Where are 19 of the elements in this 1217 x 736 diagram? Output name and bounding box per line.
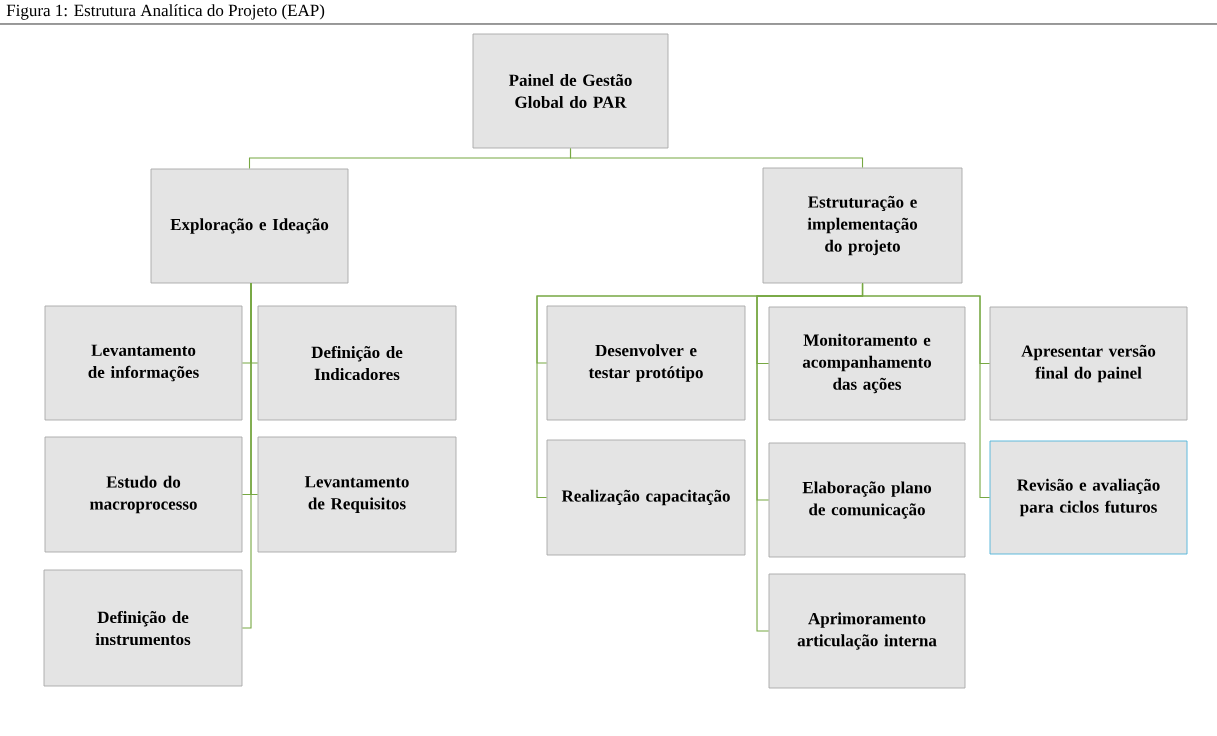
process-box: Definição de instrumentos: [43, 569, 243, 687]
process-box: Exploração e Ideação: [150, 168, 349, 284]
process-box: Estudo do macroprocesso: [44, 436, 243, 553]
process-box: Aprimoramento articulação interna: [768, 573, 966, 689]
connector-line: [569, 147, 864, 169]
process-box: Apresentar versão final do painel: [989, 306, 1188, 421]
process-box: Levantamento de Requisitos: [257, 436, 457, 553]
connector-line: [241, 282, 252, 629]
figure-title: Figura 1: Estrutura Analítica do Projeto (EAP): [6, 4, 325, 20]
process-box: Elaboração plano de comunicação: [768, 442, 966, 558]
process-box: Estruturação e implementação do projeto: [762, 167, 963, 284]
process-box: Revisão e avaliação para ciclos futuros: [989, 440, 1188, 555]
process-box: Desenvolver e testar protótipo: [546, 305, 746, 421]
process-box: Definição de Indicadores: [257, 305, 457, 421]
process-box: Monitoramento e acompanhamento das ações: [768, 306, 966, 421]
process-box: Levantamento de informações: [44, 305, 243, 421]
process-box: Painel de Gestão Global do PAR: [472, 33, 669, 149]
process-box: Realização capacitação: [546, 439, 746, 556]
connector-line: [861, 282, 991, 499]
